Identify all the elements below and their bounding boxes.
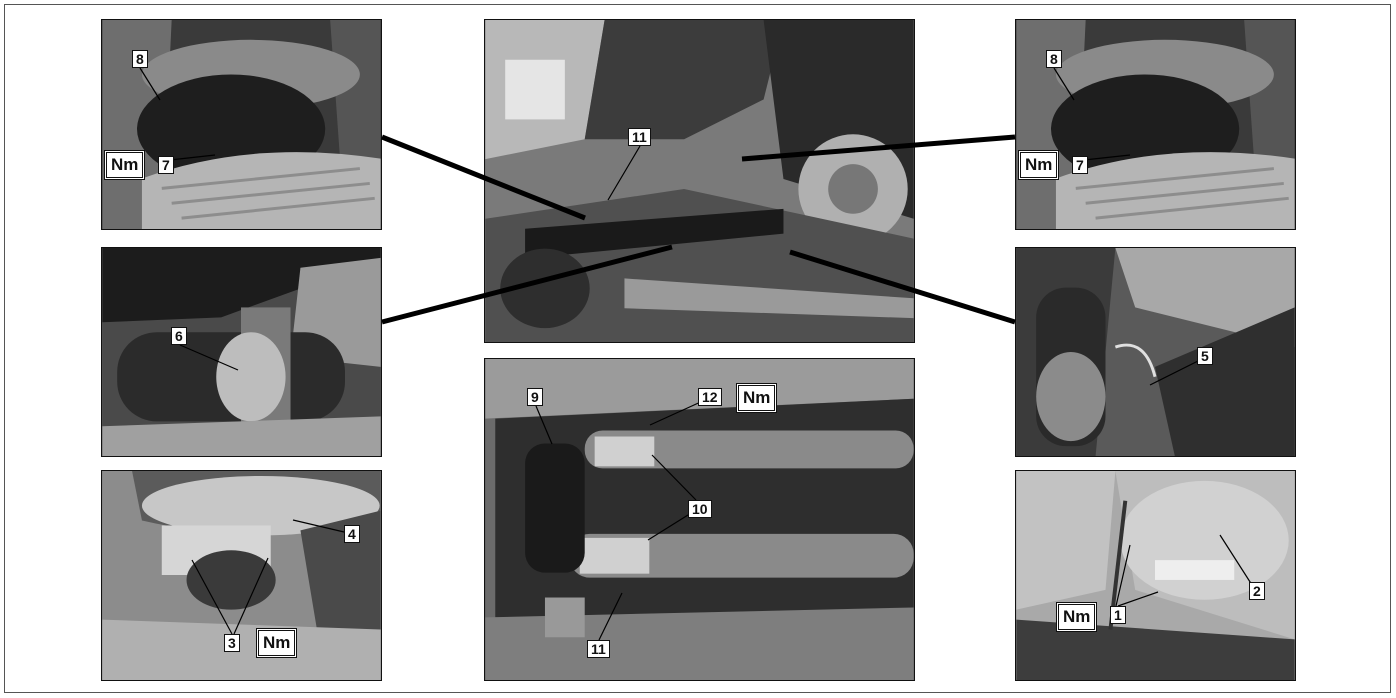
callout-12: 12 [698,388,722,406]
callout-7-top-left: 7 [158,156,174,174]
torque-nm-center-bottom: Nm [736,383,778,413]
photo-bottom-left [101,470,382,681]
callout-8-top-right: 8 [1046,50,1062,68]
callout-3: 3 [224,634,240,652]
photo-center-top [484,19,915,343]
photo-bottom-right-art [1016,471,1295,680]
photo-mid-left [101,247,382,457]
callout-11-center: 11 [628,128,651,146]
photo-center-bottom-art [485,359,914,680]
photo-bottom-left-art [102,471,381,680]
photo-center-bottom [484,358,915,681]
photo-mid-right [1015,247,1296,457]
callout-9: 9 [527,388,543,406]
callout-10: 10 [688,500,712,518]
torque-nm-bottom-right: Nm [1056,602,1098,632]
callout-5: 5 [1197,347,1213,365]
torque-nm-bottom-left: Nm [256,628,298,658]
photo-top-left-art [102,20,381,229]
photo-bottom-right [1015,470,1296,681]
torque-nm-top-right: Nm [1018,150,1060,180]
photo-top-left [101,19,382,230]
callout-6: 6 [171,327,187,345]
diagram-frame [4,4,1391,693]
callout-4: 4 [344,525,360,543]
callout-11-bottom: 11 [587,640,610,658]
callout-1: 1 [1110,606,1126,624]
callout-7-top-right: 7 [1072,156,1088,174]
photo-mid-right-art [1016,248,1295,456]
photo-mid-left-art [102,248,381,456]
callout-8-top-left: 8 [132,50,148,68]
callout-2: 2 [1249,582,1265,600]
photo-center-top-art [485,20,914,342]
torque-nm-top-left: Nm [104,150,146,180]
